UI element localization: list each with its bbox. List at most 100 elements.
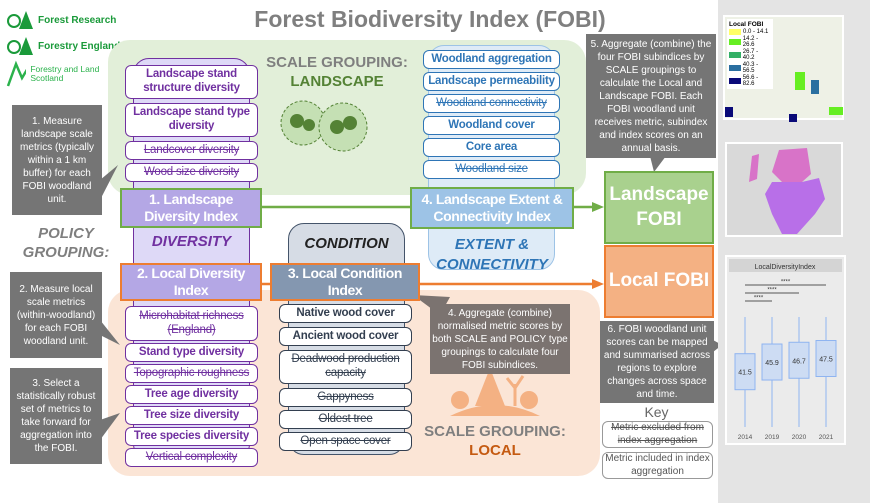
callout-step-1: 1. Measure landscape scale metrics (typi… (12, 105, 102, 215)
legend-label: 26.7 - 40.2 (742, 49, 759, 61)
legend-entry: 0.0 - 14.1 (729, 29, 771, 35)
median-label: 46.7 (792, 358, 806, 365)
callout-step-2: 2. Measure local scale metrics (within-w… (10, 272, 102, 358)
significance-label: **** (781, 280, 791, 286)
woodland-patch (829, 107, 843, 115)
metric-item: Stand type diversity (125, 343, 258, 362)
legend-entry: 40.3 - 56.5 (729, 62, 771, 74)
legend-swatch (729, 65, 741, 71)
box-2014 (734, 353, 756, 391)
chart-title: LocalDiversityIndex (755, 264, 816, 271)
metric-item: Woodland aggregation (423, 50, 560, 69)
metric-item: Landscape stand type diversity (125, 103, 258, 137)
scale-grouping-label: SCALE GROUPING: (424, 423, 566, 440)
significance-label: **** (767, 288, 777, 294)
page-title: Forest Biodiversity Index (FOBI) (254, 6, 606, 32)
metric-item: Woodland connectivity (423, 94, 560, 113)
metric-item: Ancient wood cover (279, 327, 412, 346)
x-tick-label: 2021 (819, 434, 834, 441)
metric-item: Open space cover (279, 432, 412, 451)
local-condition-index: 3. Local Condition Index (270, 263, 420, 301)
callout-pointer (713, 340, 722, 352)
median-label: 47.5 (819, 357, 833, 364)
metric-item: Gappyness (279, 388, 412, 407)
logo-forestry-land-scotland: Forestry and Land Scotland (6, 60, 101, 88)
map-legend-title: Local FOBI (729, 21, 764, 28)
local-fobi: Local FOBI (604, 245, 714, 318)
logo-forestry-england: Forestry England (6, 36, 120, 56)
legend-label: 56.6 - 82.6 (742, 75, 759, 87)
metric-item: Landcover diversity (125, 141, 258, 160)
chart-title-strip (729, 259, 842, 272)
scotland-region-map (725, 142, 843, 237)
median-label: 41.5 (738, 370, 752, 377)
woodland-patch (811, 80, 819, 94)
local-trees-icon (450, 368, 540, 416)
median-label: 45.9 (765, 360, 779, 367)
diversity-label: DIVERSITY (151, 233, 232, 250)
tree-logo-icon (6, 60, 27, 87)
x-tick-label: 2019 (765, 434, 780, 441)
legend-swatch (729, 78, 741, 84)
logo-text: Forest Research (38, 14, 117, 26)
box-2020 (788, 341, 810, 379)
box-2019 (761, 343, 783, 381)
legend-entry: 56.6 - 82.6 (729, 75, 771, 87)
landscape-diversity-index: 1. Landscape Diversity Index (120, 188, 262, 228)
landscape-fobi: Landscape FOBI (604, 171, 714, 244)
boxplot-svg: LocalDiversityIndex 41.5 2014 45.9 2019 46.7 2… (729, 259, 842, 441)
landscape-trees-icon (280, 100, 368, 152)
scale-grouping-label: SCALE GROUPING: (266, 54, 408, 71)
box-2021 (815, 340, 837, 377)
metric-item: Oldest tree (279, 410, 412, 429)
boxplot-chart: LocalDiversityIndex 41.5 2014 45.9 2019 46.7 2… (725, 255, 846, 445)
legend-swatch (729, 29, 741, 35)
logo-text: Forestry and Land Scotland (30, 63, 100, 83)
logo-text: Forestry England (38, 40, 121, 52)
metric-item: Woodland size (423, 160, 560, 179)
scale-grouping-value: LOCAL (469, 441, 521, 459)
policy-grouping-label: POLICY GROUPING: (22, 225, 110, 261)
x-tick-label: 2014 (738, 434, 753, 441)
callout-pointer (100, 320, 120, 345)
callout-step-5: 5. Aggregate (combine) the four FOBI sub… (586, 34, 716, 158)
landscape-extent-index: 4. Landscape Extent & Connectivity Index (410, 187, 574, 229)
tree-logo-icon (7, 11, 33, 29)
callout-step-4: 4. Aggregate (combine) normalised metric… (430, 304, 570, 374)
scale-grouping-value: LANDSCAPE (290, 72, 384, 90)
metric-item: Wood size diversity (125, 163, 258, 182)
extent-label: EXTENT & CONNECTIVITY (436, 236, 548, 273)
region-map-shapes (749, 148, 825, 234)
callout-pointer (100, 413, 120, 440)
legend-entry: 14.2 - 26.6 (729, 36, 771, 48)
scale-grouping-local: SCALE GROUPING:LOCAL (420, 423, 570, 461)
scale-grouping-landscape: SCALE GROUPING:LANDSCAPE (262, 54, 412, 92)
metric-item: Tree species diversity (125, 427, 258, 446)
metric-item: Woodland cover (423, 116, 560, 135)
metric-item: Tree age diversity (125, 385, 258, 404)
woodland-patch (789, 114, 797, 122)
callout-pointer (100, 165, 118, 200)
metric-item: Microhabitat richness (England) (125, 306, 258, 341)
local-diversity-index: 2. Local Diversity Index (120, 263, 262, 301)
x-tick-label: 2020 (792, 434, 807, 441)
legend-label: 14.2 - 26.6 (742, 36, 759, 48)
callout-pointer (650, 156, 666, 172)
metric-item: Native wood cover (279, 304, 412, 323)
metric-item: Topographic roughness (125, 364, 258, 383)
tree-logo-icon (7, 37, 33, 55)
legend-entry: 26.7 - 40.2 (729, 49, 771, 61)
metric-item: Vertical complexity (125, 448, 258, 467)
metric-item: Landscape stand structure diversity (125, 65, 258, 99)
key-title: Key (644, 404, 669, 420)
local-arrowhead (592, 279, 604, 289)
legend-label: 0.0 - 14.1 (743, 29, 769, 35)
key-included: Metric included in index aggregation (602, 452, 713, 479)
landscape-arrowhead (592, 202, 604, 212)
logo-forest-research: Forest Research (6, 10, 116, 30)
legend-swatch (729, 39, 741, 45)
significance-label: **** (754, 296, 764, 302)
